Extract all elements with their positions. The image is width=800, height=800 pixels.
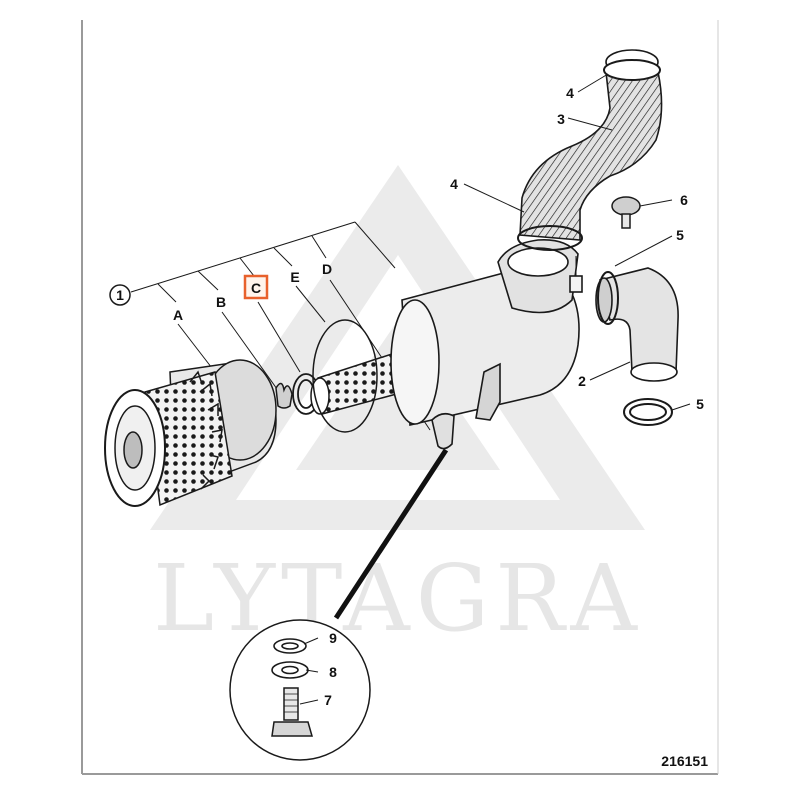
wing-nut [275, 382, 293, 409]
air-cleaner-housing [390, 238, 583, 450]
detail-circle [229, 619, 371, 761]
highlight-box [243, 274, 269, 300]
gasket-disc [312, 319, 378, 433]
number-callouts: 4 3 4 6 5 2 5 9 8 7 [324, 85, 704, 708]
hose-clamp-top [603, 59, 661, 81]
callout-leaders [299, 73, 691, 705]
hose-clamp-bottom [517, 225, 583, 251]
callout-elbow-clamp: 5 [676, 227, 684, 243]
detail-leader [333, 448, 449, 620]
watermark-text: LYTAGRA [153, 545, 643, 652]
kit-number: 1 [116, 287, 124, 303]
kit-letter-c: C [251, 280, 261, 296]
kit-letter-a: A [173, 307, 183, 323]
elbow-outlet [595, 267, 679, 382]
hex-bolt [271, 687, 313, 737]
kit-callout: 1 [109, 284, 131, 306]
kit-letters: A B C E D [173, 261, 332, 323]
kit-letter-e: E [290, 269, 299, 285]
callout-top-clamp: 4 [566, 85, 574, 101]
callout-elbow: 2 [578, 373, 586, 389]
callout-washer-top: 9 [329, 630, 337, 646]
drawing-number: 216151 [661, 753, 708, 769]
callout-washer-mid: 8 [329, 664, 337, 680]
callout-hose: 3 [557, 111, 565, 127]
flat-washer [271, 661, 309, 679]
kit-letter-b: B [216, 294, 226, 310]
filter-cartridge [104, 359, 277, 507]
ring-clamp [623, 398, 673, 426]
kit-letter-d: D [322, 261, 332, 277]
elbow-clamp [597, 271, 619, 325]
callout-sensor: 6 [680, 192, 688, 208]
spring-washer [273, 638, 307, 654]
restriction-sensor [611, 196, 641, 229]
callout-ring-clamp: 5 [696, 396, 704, 412]
kit-leader-lines [130, 221, 431, 431]
callout-bolt: 7 [324, 692, 332, 708]
callout-hose-clamp: 4 [450, 176, 458, 192]
